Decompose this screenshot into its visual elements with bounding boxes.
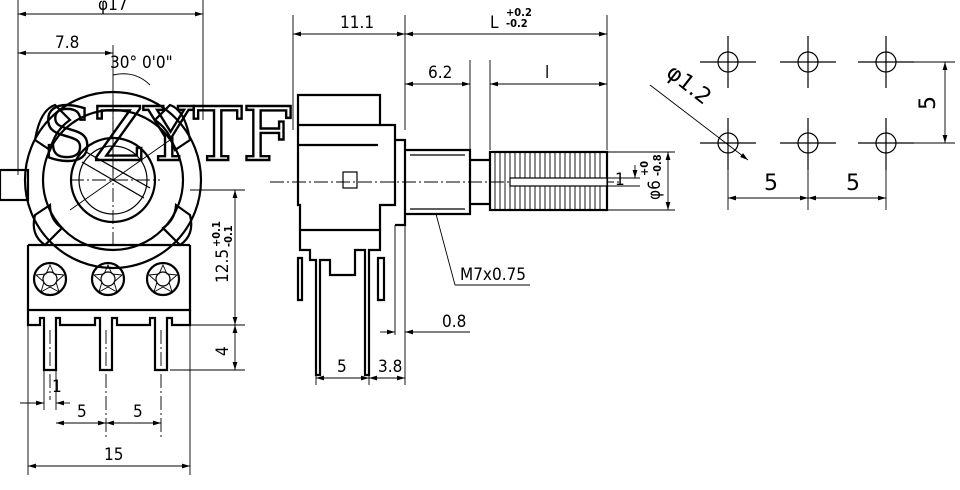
watermark-text: SZYTF xyxy=(42,92,294,178)
front-offset-label: 7.8 xyxy=(55,33,79,53)
side-body-label: 11.1 xyxy=(340,13,374,33)
front-pitch-right-label: 5 xyxy=(133,402,143,422)
front-diameter-label: φ17 xyxy=(98,0,128,15)
side-shaft-tol-plus: +0 xyxy=(638,161,651,176)
side-thread-label: M7x0.75 xyxy=(460,265,526,285)
front-pitch-left-label: 5 xyxy=(77,402,87,422)
side-length-tol-plus: +0.2 xyxy=(506,6,532,19)
side-bushing-label: 6.2 xyxy=(428,63,452,83)
side-length-label: L xyxy=(490,13,499,33)
side-knurl-label: l xyxy=(545,63,549,83)
terminal-1 xyxy=(32,261,68,297)
front-width-label: 15 xyxy=(104,445,123,465)
terminal-2 xyxy=(90,261,126,297)
front-pin-length-label: 4 xyxy=(213,346,233,356)
side-gap-label: 0.8 xyxy=(442,312,466,332)
front-height-tol-minus: -0.1 xyxy=(222,225,235,247)
front-pin-width-label: 1 xyxy=(52,377,62,397)
side-shaft-tol-minus: -0.8 xyxy=(651,154,664,176)
front-angle-label: 30° 0'0" xyxy=(110,53,173,73)
side-length-tol-minus: -0.2 xyxy=(506,17,528,30)
front-view: φ17 7.8 30° 0'0" xyxy=(0,0,245,475)
pcb-hole-dia-label: φ1.2 xyxy=(661,60,715,110)
front-height-tol-plus: +0.1 xyxy=(210,221,223,247)
terminal-3 xyxy=(145,261,181,297)
pcb-vertical-pitch-label: 5 xyxy=(916,96,941,110)
side-view: 11.1 L +0.2 -0.2 6.2 l xyxy=(270,6,675,385)
pcb-layout: φ1.2 5 5 5 xyxy=(649,36,955,210)
side-tab-label: 3.8 xyxy=(378,357,402,377)
front-height-label: 12.5 xyxy=(213,249,233,283)
pcb-pitch-left-label: 5 xyxy=(764,171,778,196)
pcb-pitch-right-label: 5 xyxy=(846,171,860,196)
side-shaft-dia-label: φ6 xyxy=(645,180,665,200)
side-pin-spacing-label: 5 xyxy=(337,357,347,377)
side-slot-label: 1 xyxy=(615,170,625,190)
